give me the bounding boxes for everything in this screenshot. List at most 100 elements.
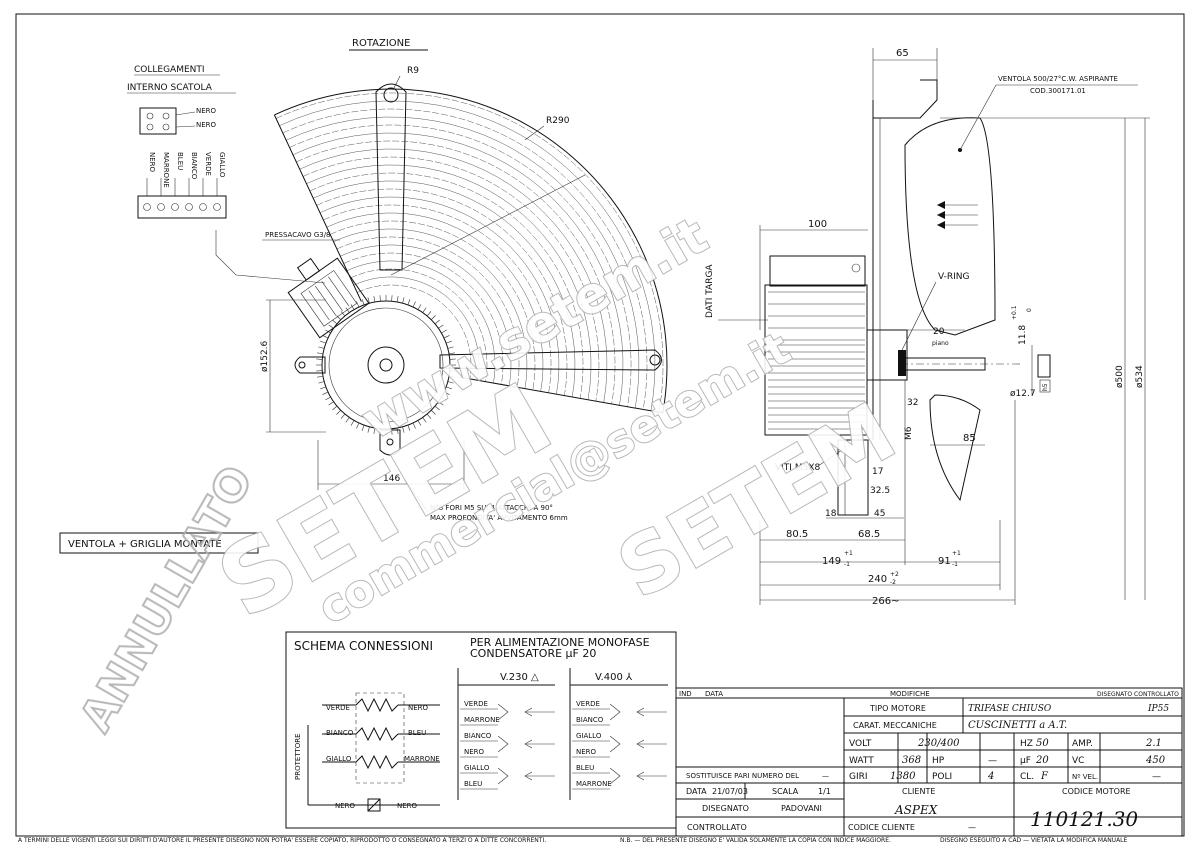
flange-tick: [438, 401, 444, 406]
holes-note-1: N°8 FORI M5 SUI 4 ATTACCHI A 90°: [430, 504, 553, 512]
uf-label: µF: [1020, 756, 1031, 766]
radius-large: R290: [546, 116, 570, 126]
flange-tick: [340, 311, 346, 317]
flange-tick: [447, 346, 454, 349]
schema-left-2: BIANCO: [326, 729, 354, 737]
flange-tick: [317, 352, 324, 355]
schema-bottom-right: NERO: [397, 802, 418, 810]
grille-edge: [459, 376, 663, 414]
hz-value: 50: [1036, 738, 1049, 749]
cliente-value: ASPEX: [894, 803, 938, 817]
flange-tick: [443, 335, 450, 339]
terminal-wire-label: GIALLO: [218, 152, 226, 178]
terminal-screw: [185, 203, 193, 211]
grille-ring: [282, 108, 648, 410]
flange-tick: [336, 410, 341, 415]
key-detail: [1037, 354, 1051, 378]
flange-tick: [396, 427, 399, 434]
v400-label: V.400 ⅄: [595, 672, 633, 683]
flange-tick: [417, 304, 422, 310]
grille-ring: [292, 132, 624, 406]
flange-tick: [379, 295, 381, 302]
grille-ring: [299, 148, 608, 403]
dim-240: 240: [868, 574, 887, 585]
fan-grille: [273, 88, 668, 414]
flange-tick: [441, 329, 447, 334]
cl-value: F: [1040, 771, 1049, 782]
schema-wire-label: VERDE: [576, 700, 600, 708]
dim-146: 146: [383, 474, 400, 484]
flange-tick: [356, 301, 360, 308]
fan-blade-lower: [929, 394, 981, 502]
schema-link: [609, 767, 621, 785]
schema-wire-label: BIANCO: [576, 716, 604, 724]
schema-left-1: VERDE: [326, 704, 350, 712]
watt-value: 368: [902, 755, 921, 766]
schema-right-1: NERO: [408, 704, 429, 712]
schema-wire-label: NERO: [576, 748, 597, 756]
connections-title-1: COLLEGAMENTI: [134, 65, 205, 75]
grille-ring: [286, 116, 640, 409]
grille-ring: [316, 188, 568, 396]
schema-wire-label: NERO: [464, 748, 485, 756]
flange-tick: [438, 324, 444, 329]
grille-rim: [274, 88, 668, 413]
flange-tick: [407, 299, 411, 305]
grille-ring: [333, 228, 528, 389]
schema-right-3: MARRONE: [404, 755, 440, 763]
h-modifiche: MODIFICHE: [890, 690, 930, 698]
terminal-strip: [137, 195, 227, 219]
hz-label: HZ: [1020, 739, 1033, 749]
side-view: 65 VENTOLA 500/27°C.W. ASPIRANTE COD.300…: [705, 48, 1150, 607]
grille-ring: [306, 164, 592, 400]
radius-small: R9: [407, 66, 419, 76]
tol-11-8-bot: 0: [1026, 308, 1033, 312]
v-ring-label: V-RING: [938, 272, 970, 282]
rotation-title: ROTAZIONE: [352, 38, 410, 49]
dim-32-5: 32.5: [870, 486, 890, 496]
tol-240-bot: -2: [890, 579, 896, 586]
supply-arrow: [524, 707, 533, 717]
screws-label: VITI M5X8: [775, 463, 820, 473]
schema-wire-label: MARRONE: [464, 716, 500, 724]
schema-wire-label: BLEU: [576, 764, 594, 772]
supply-arrow: [524, 771, 533, 781]
supply-arrow: [636, 739, 645, 749]
protector-label: PROTETTORE: [294, 733, 302, 780]
flange-tick: [407, 425, 411, 431]
sostituisce-label: SOSTITUISCE PARI NUMERO DEL: [686, 772, 799, 780]
h-disegnato-controllato: DISEGNATO CONTROLLATO: [1097, 691, 1179, 698]
flange-tick: [340, 413, 346, 419]
codice-cliente-label: CODICE CLIENTE: [848, 823, 915, 832]
dim-68-5: 68.5: [858, 529, 880, 540]
cl-label: CL.: [1020, 772, 1034, 782]
flange-tick: [446, 386, 452, 390]
flange-tick: [361, 299, 365, 305]
schema-wire-label: BLEU: [464, 780, 482, 788]
supply-arrow: [524, 739, 533, 749]
flange-tick: [316, 370, 323, 372]
codice-motore-value: 110121.30: [1030, 807, 1138, 831]
cooling-fins: [768, 291, 865, 430]
supply-arrow: [636, 707, 645, 717]
flange-tick: [356, 422, 360, 429]
h-ind: IND: [679, 690, 692, 698]
box-wire-1: NERO: [196, 107, 217, 115]
flange-tick: [350, 304, 355, 310]
nvel-label: Nº VEL.: [1072, 773, 1098, 781]
flange-tick: [373, 296, 376, 303]
wiring-schema: SCHEMA CONNESSIONI PER ALIMENTAZIONE MON…: [285, 631, 677, 829]
schema-link: [497, 767, 509, 785]
front-view: ROTAZIONE R9 R290: [260, 38, 668, 522]
schema-bottom-left: NERO: [335, 802, 356, 810]
cable-gland-label: PRESSACAVO G3/8: [265, 231, 331, 239]
grille-ring: [313, 180, 576, 398]
plate-label: DATI TARGA: [705, 264, 715, 318]
dim-20: 20: [933, 327, 945, 337]
nvel-value: —: [1152, 772, 1161, 782]
dim-85: 85: [963, 433, 976, 444]
grille-ring: [350, 268, 488, 382]
connections-title-2: INTERNO SCATOLA: [127, 83, 213, 93]
